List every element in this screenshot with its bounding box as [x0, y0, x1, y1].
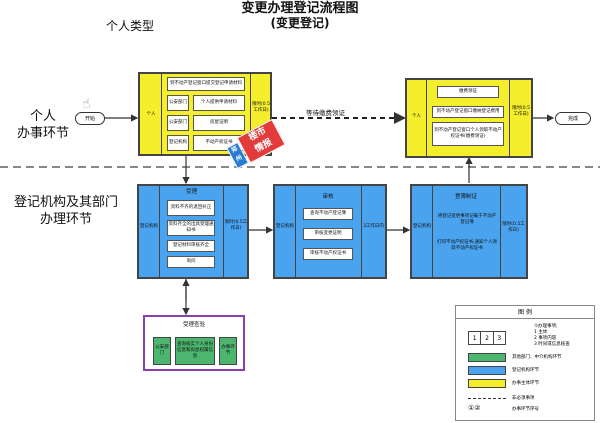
accept-time: 限时(0.5工作日): [224, 220, 248, 231]
legend-circle-label: 办事环节序号: [512, 407, 539, 412]
apply-left-cell: 公安部门: [167, 95, 189, 111]
personal-lane-line2: 办事环节: [16, 126, 69, 141]
legend-title: 图 例: [456, 306, 594, 319]
accept-cell: 登记材料审核齐全: [167, 240, 215, 252]
personal-lane-label: 个人 办事环节: [8, 108, 78, 142]
review-title: 审核: [322, 194, 334, 200]
pay-cell: 到不动产登记窗口个人领取不动产权证书(缴费领证): [432, 122, 504, 146]
register-title: 登簿制证: [454, 194, 477, 200]
check-cell: 查询核实个人身份信息和房屋权属信息: [175, 337, 215, 365]
check-cell: 公安部门: [153, 337, 171, 365]
pay-cell: 到不动产登记窗口缴纳登记费用: [432, 106, 504, 118]
legend-cell-group: 1 2 3: [468, 331, 506, 345]
review-org: 登记机构: [276, 224, 294, 229]
apply-right-cell: 个人提供申请材料: [193, 95, 245, 111]
apply-role: 个人: [146, 112, 156, 117]
check-step[interactable]: 受理查验 公安部门 查询核实个人身份信息和房屋权属信息 办事环节: [143, 315, 245, 371]
pay-time: 限时(0.5工作日): [512, 106, 530, 117]
accept-cell: 询问: [167, 256, 215, 268]
legend-item-label: 登记机构环节: [512, 368, 539, 373]
agency-lane-line2: 办理环节: [39, 212, 92, 227]
agency-lane-label: 登记机构及其部门 办理环节: [6, 194, 126, 228]
legend-note: 1 主体: [534, 330, 548, 335]
accept-cell: 资料齐全的出具受理通知书: [167, 220, 215, 236]
register-cell: 打印不动产权证书,通知个人领取不动产权证书: [437, 240, 497, 251]
page-title: 变更办理登记流程图: [241, 1, 359, 16]
legend-dashed-line: [468, 398, 506, 399]
legend-swatch-yellow: [468, 379, 506, 388]
review-cell: 审核不动产权证书: [303, 248, 353, 260]
apply-left-cell: 登记机构: [167, 135, 189, 151]
legend-item-label: 办事主体环节: [512, 381, 539, 386]
legend-swatch-blue: [468, 366, 506, 375]
review-cell: 审核变更证明: [303, 228, 353, 240]
page-subtitle: (变更登记): [270, 16, 330, 30]
agency-lane-line1: 登记机构及其部门: [13, 195, 118, 210]
circle-number-icon: ②: [474, 404, 481, 412]
start-node[interactable]: 开始: [75, 112, 105, 125]
review-cell: 查询不动产登记簿: [303, 208, 353, 220]
register-time: 限时(0.5工作日): [502, 222, 525, 233]
apply-header: 到不动产登记窗口提交登记申请材料: [167, 77, 245, 91]
register-cell: 将登记变更事项记载于不动产登记簿: [437, 214, 497, 225]
accept-cell: 资料不齐的退回补正: [167, 200, 215, 216]
pay-step[interactable]: 个人 限时(0.5工作日) 缴费领证 到不动产登记窗口缴纳登记费用 到不动产登记…: [405, 78, 533, 158]
register-org: 登记机构: [413, 224, 431, 229]
accept-org: 登记机构: [140, 224, 158, 229]
legend-cell: 3: [497, 335, 502, 342]
legend-note: 2 事项内容: [534, 336, 557, 341]
legend-swatch-green: [468, 353, 506, 362]
legend-cell: 2: [481, 332, 494, 344]
apply-time: 限时(0.5工作日): [252, 102, 270, 113]
legend-note: 3 时间或信息核查: [534, 342, 570, 347]
circle-number-icon: ①: [468, 404, 475, 412]
legend-dashed-label: 非必须事项: [512, 396, 535, 401]
check-title: 受理查验: [182, 322, 205, 328]
pay-role: 个人: [412, 114, 421, 119]
legend-note: ①办理事项;: [534, 324, 558, 329]
personal-type-label: 个人类型: [106, 19, 155, 33]
accept-step[interactable]: 登记机构 限时(0.5工作日) 受理 资料不齐的退回补正 资料齐全的出具受理通知…: [137, 184, 249, 279]
legend-item-label: 其他部门、中介机构环节: [512, 355, 562, 360]
legend-circle-icons: ①②: [468, 404, 481, 412]
personal-lane-line1: 个人: [29, 109, 56, 124]
review-time: 3工作日内: [363, 224, 384, 229]
accept-title: 受理: [185, 189, 197, 195]
legend-cell: 1: [469, 332, 482, 344]
apply-left-cell: 公安部门: [167, 115, 189, 131]
pay-title: 缴费领证: [437, 86, 499, 98]
apply-step[interactable]: 个人 限时(0.5工作日) 到不动产登记窗口提交登记申请材料 公安部门 公安部门…: [138, 72, 272, 156]
review-step[interactable]: 登记机构 3工作日内 审核 查询不动产登记簿 审核变更证明 审核不动产权证书: [273, 184, 387, 279]
wait-label: 等待缴费领证: [306, 109, 345, 117]
end-node[interactable]: 完成: [555, 112, 591, 125]
legend-cell-notes: ①办理事项; 1 主体 2 事项内容 3 时间或信息核查: [534, 324, 570, 348]
check-cell: 办事环节: [219, 337, 237, 365]
hand-cursor-icon: ☝: [82, 96, 91, 112]
register-step[interactable]: 登记机构 限时(0.5工作日) 登簿制证 将登记变更事项记载于不动产登记簿 打印…: [410, 184, 528, 279]
apply-right-cell: 房屋证明: [193, 115, 245, 131]
legend-panel: 图 例 1 2 3 ①办理事项; 1 主体 2 事项内容 3 时间或信息核查 其…: [455, 305, 595, 421]
